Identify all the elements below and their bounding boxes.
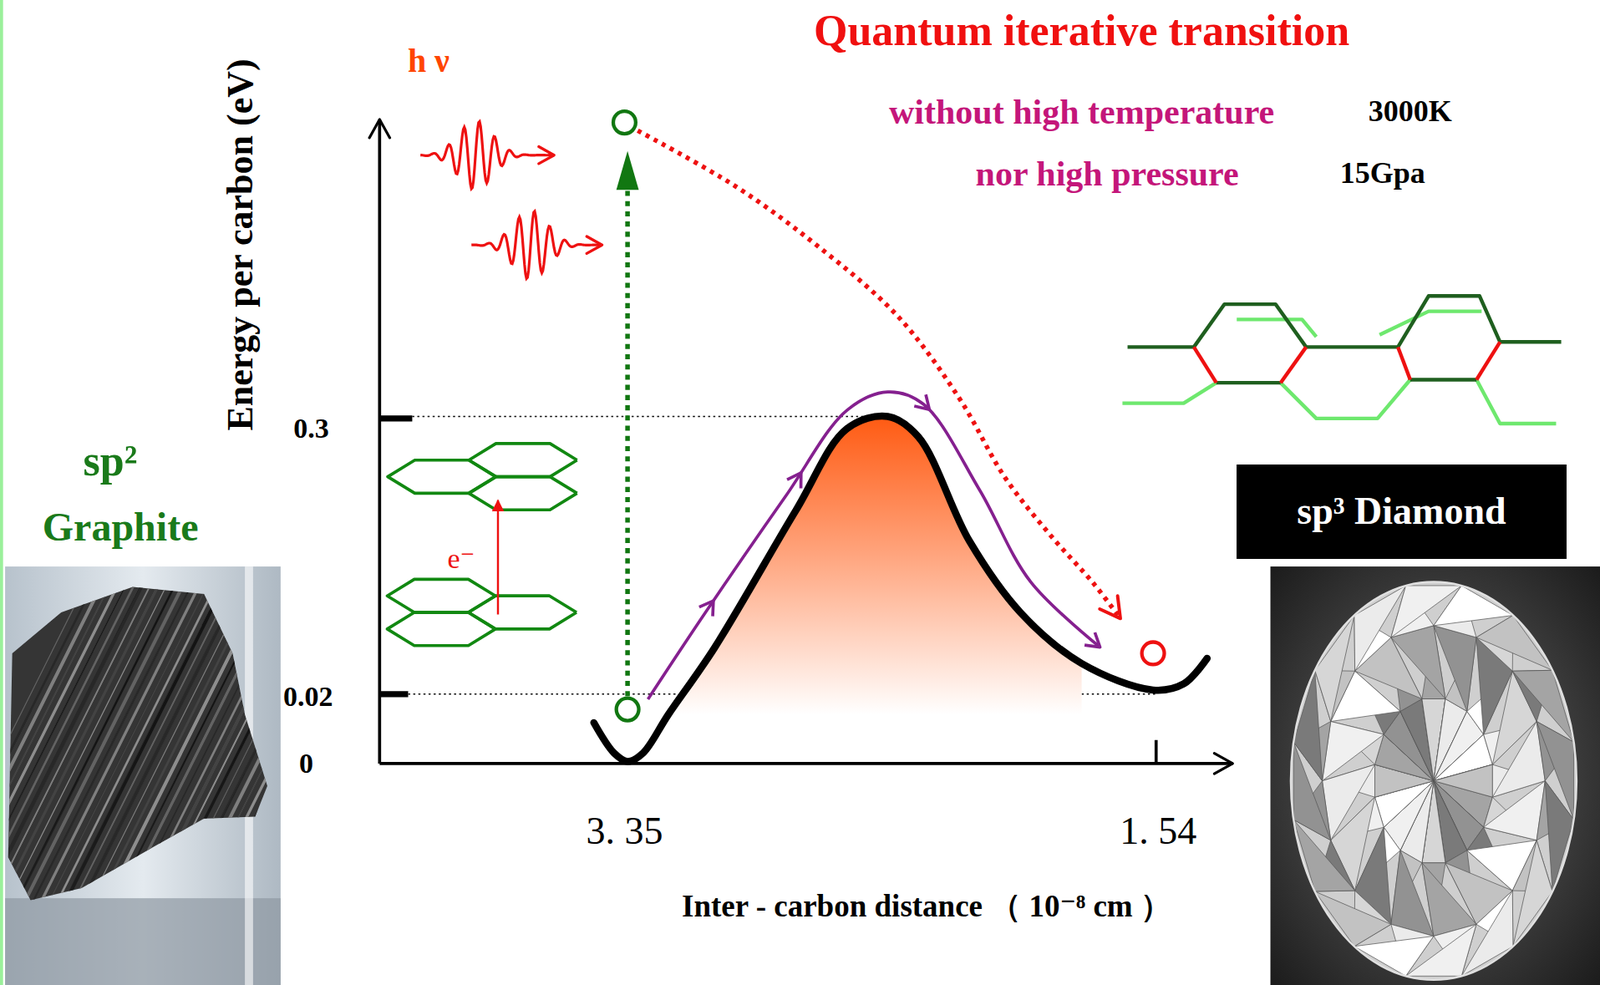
thermal-path [648,391,1101,700]
hybridization-label: sp² [83,436,138,485]
photon-label: h ν [407,42,450,80]
diamond-photo [1270,566,1600,985]
path-arrowhead [1084,632,1106,654]
tick-label: 0.3 [293,412,330,444]
electron-label: e⁻ [446,543,475,575]
excitation-line [624,189,630,696]
state-circle [1142,641,1165,665]
graphite-photo [0,566,443,985]
condition-note: nor high pressure [975,154,1240,194]
tick-label: 1. 54 [1119,810,1197,854]
energy-curve [594,416,1208,762]
graphene-layers [386,443,577,646]
electron-arrow [497,500,499,615]
condition-note: without high temperature [888,92,1275,132]
photon-wave [420,121,554,189]
tick-label: 0 [299,747,314,779]
path-arrowhead [787,468,808,489]
photon-wave [471,211,602,279]
axes [379,119,1233,764]
pressure-value: 15Gpa [1340,157,1426,191]
tick-label: 0.02 [283,680,334,712]
path-arrowhead [914,394,935,416]
state-circle [613,111,636,134]
diagram-title: Quantum iterative transition [813,6,1350,55]
material-label: Graphite [42,505,199,550]
state-circle [616,698,640,722]
path-arrowhead [699,596,721,617]
relaxation-path [637,130,1121,619]
tick-label: 3. 35 [585,810,663,854]
box-label: sp³ Diamond [1296,490,1506,534]
label-box: sp³ Diamond [1236,464,1566,560]
axis-title: Inter - carbon distance （ 10⁻⁸ cm ） [681,888,1172,924]
diamond-lattice [1122,295,1561,424]
excitation-arrowhead [616,151,640,190]
edge-bar [0,0,4,985]
axis-title: Energy per carbon (eV) [220,58,261,431]
temperature-value: 3000K [1368,96,1453,130]
